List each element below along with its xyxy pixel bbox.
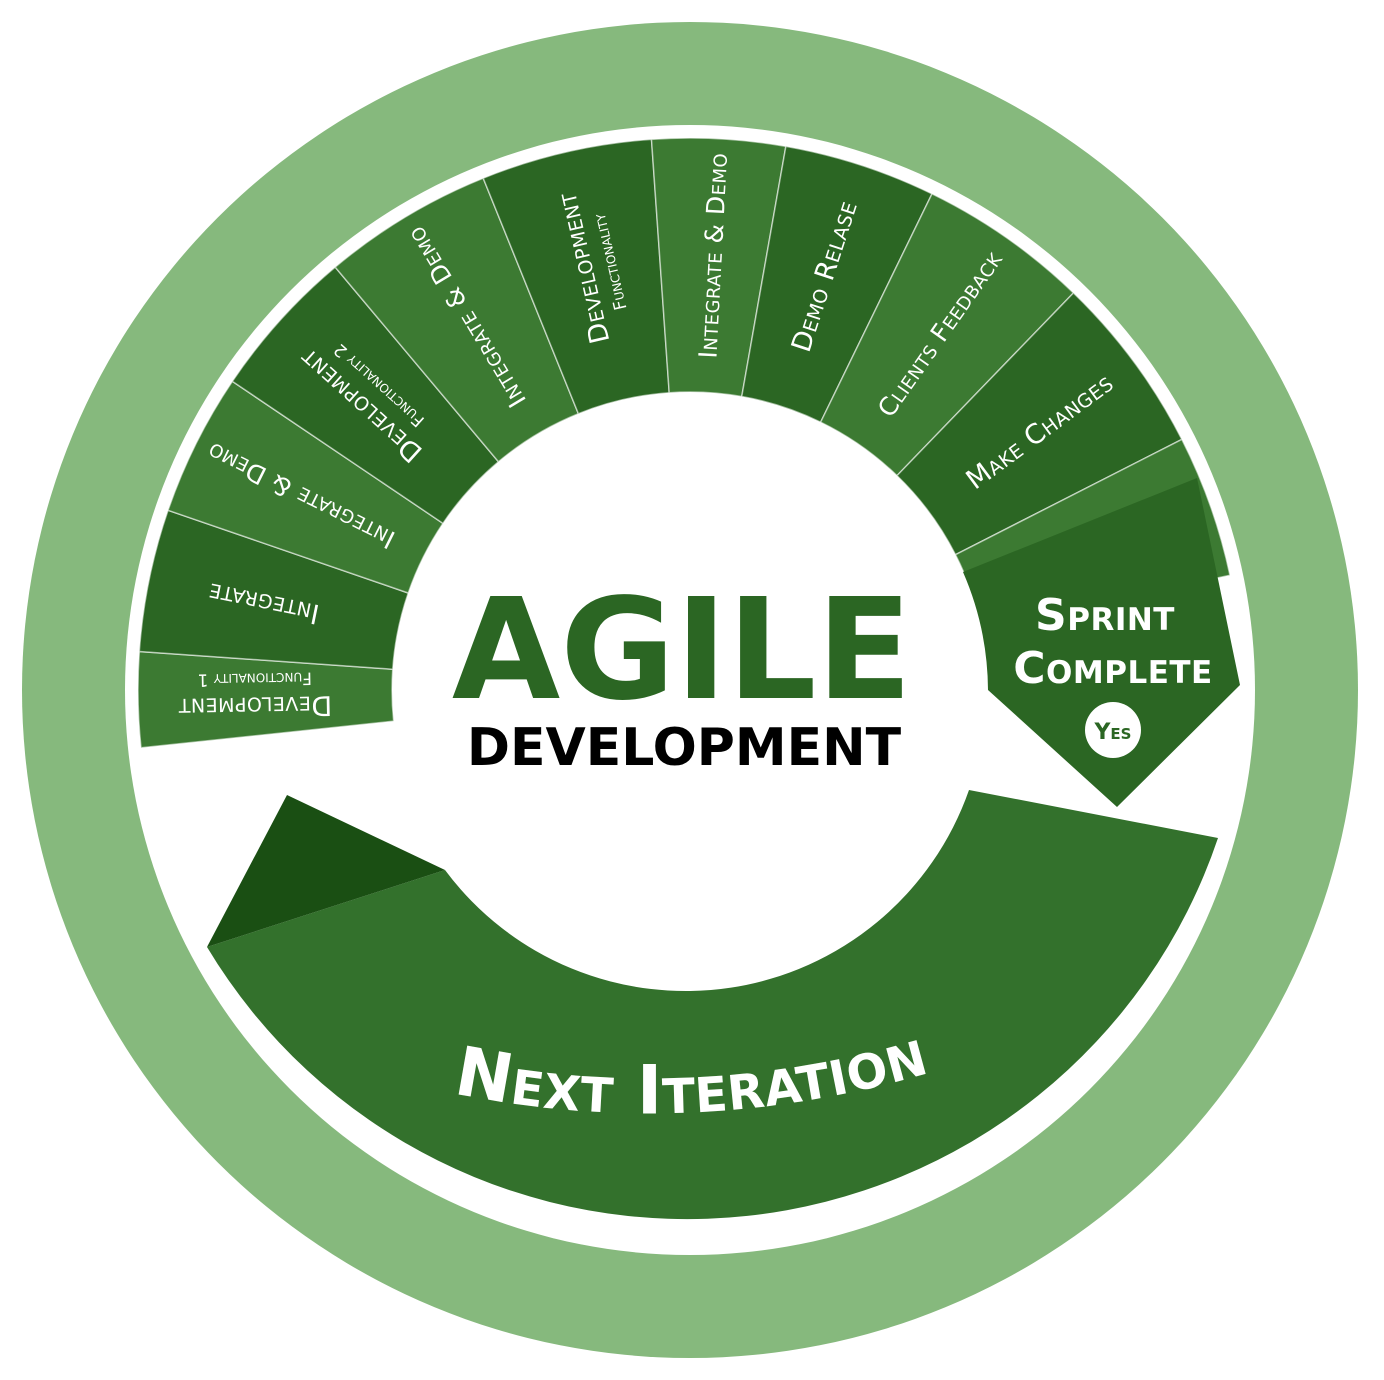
center-title: AGILE — [452, 569, 912, 732]
yes-badge-label: Yes — [1094, 720, 1132, 745]
center-subtitle: DEVELOPMENT — [467, 718, 902, 778]
yes-badge-circle — [1085, 702, 1141, 758]
sprint-line1: Sprint — [1035, 590, 1175, 641]
seg-make-changes — [895, 291, 1183, 556]
seg-development-1-label: Development — [178, 689, 332, 723]
next-iteration-arrow-tail — [207, 795, 445, 947]
sprint-line2: Complete — [1013, 643, 1212, 694]
seg-development-1-sublabel: Functionality 1 — [197, 668, 312, 690]
sprint-complete-arrow — [963, 478, 1240, 807]
next-iteration-band — [207, 790, 1218, 1220]
